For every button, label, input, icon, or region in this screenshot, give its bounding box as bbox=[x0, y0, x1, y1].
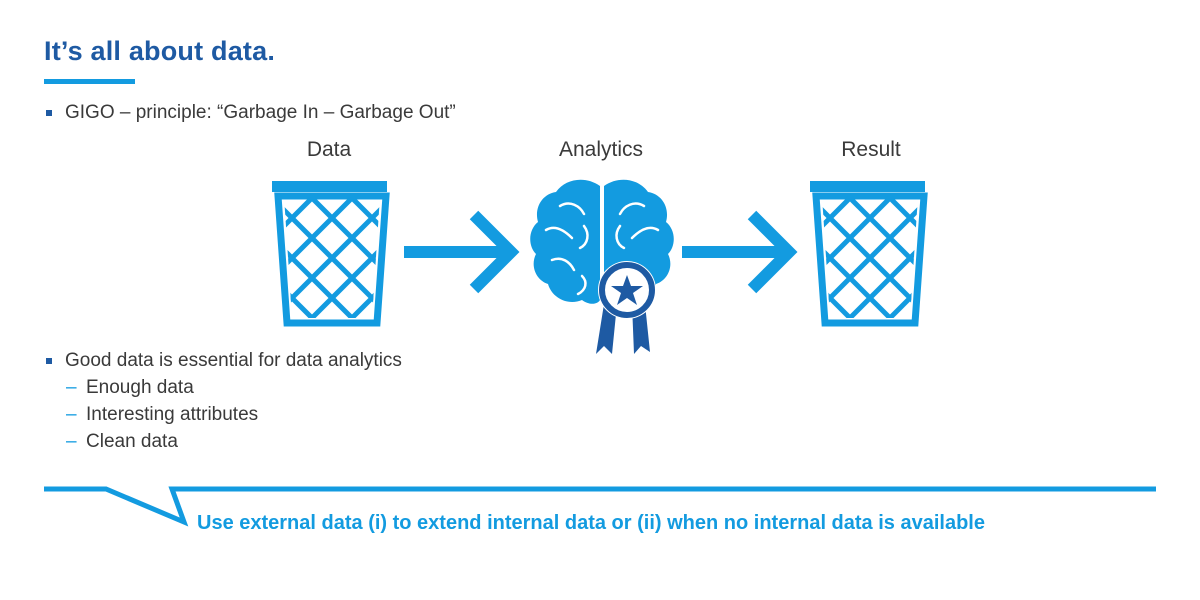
sub-item-text: Enough data bbox=[86, 377, 194, 398]
sub-item-text: Interesting attributes bbox=[86, 404, 259, 425]
bullet-marker bbox=[46, 358, 52, 364]
bullet-marker bbox=[46, 110, 52, 116]
trash-bin-icon bbox=[810, 181, 928, 327]
sub-item-dash: – bbox=[66, 377, 77, 398]
page-title: It’s all about data. bbox=[44, 36, 276, 66]
bullet-gigo-text: GIGO – principle: “Garbage In – Garbage … bbox=[65, 102, 456, 123]
sub-item: –Enough data bbox=[66, 377, 194, 399]
trash-bin-icon bbox=[272, 181, 390, 327]
label-analytics: Analytics bbox=[558, 138, 644, 161]
callout-text: Use external data (i) to extend internal… bbox=[197, 512, 985, 534]
title-underline bbox=[44, 79, 135, 84]
sub-item-dash: – bbox=[66, 404, 77, 425]
bullet-good-data-text: Good data is essential for data analytic… bbox=[65, 350, 402, 371]
label-data: Data bbox=[306, 138, 352, 161]
arrow-right-icon bbox=[404, 210, 520, 294]
sub-item: –Clean data bbox=[66, 431, 178, 453]
sub-item: –Interesting attributes bbox=[66, 404, 258, 426]
sub-item-dash: – bbox=[66, 431, 77, 452]
label-result: Result bbox=[841, 138, 901, 161]
callout-bubble bbox=[44, 486, 1156, 527]
sub-item-text: Clean data bbox=[86, 431, 178, 452]
brain-award-icon bbox=[530, 179, 674, 354]
arrow-right-icon bbox=[682, 210, 798, 294]
